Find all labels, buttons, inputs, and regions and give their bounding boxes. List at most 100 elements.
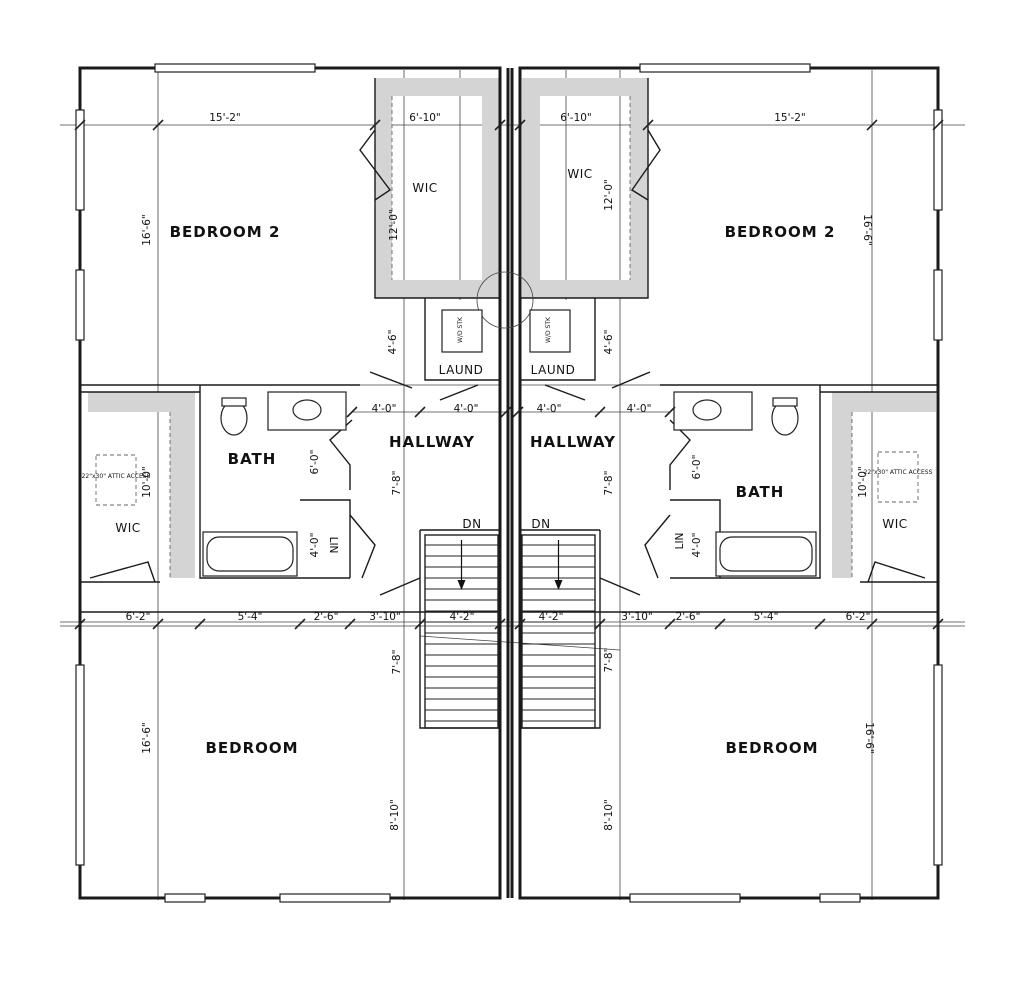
dimension-tick (512, 406, 524, 418)
fixtures (95, 96, 919, 578)
dimension-tick (494, 119, 506, 131)
bathtub-basin (206, 536, 294, 572)
doors (89, 129, 926, 596)
dimension-tick (500, 406, 512, 418)
sink (292, 399, 322, 421)
bedroom-label-right: BEDROOM (725, 739, 818, 757)
stair-arrow-head (554, 580, 563, 590)
dim-laund-depth-left: 4'-6" (387, 330, 399, 355)
bath-label-right: BATH (736, 483, 785, 501)
dim-bedroom-8-10-right: 8'-10" (603, 799, 615, 831)
window (933, 664, 943, 866)
dimension-tick (642, 119, 654, 131)
dim-bath-depth-right: 6'-0" (691, 455, 703, 480)
dim-bedroom-8-10-left: 8'-10" (389, 799, 401, 831)
dim-wic-width-right: 6'-10" (560, 112, 592, 124)
dimension-tick (866, 119, 878, 131)
attic-access-hatch (95, 454, 137, 506)
dimension-tick (514, 119, 526, 131)
dim-hall-b-right: 4'-0" (627, 403, 652, 415)
bedroom-label-left: BEDROOM (205, 739, 298, 757)
door (89, 561, 156, 583)
wic-label-left: WIC (115, 521, 140, 535)
dimension-ticks (74, 119, 944, 630)
dim-wic-width-left: 6'-10" (409, 112, 441, 124)
dim-stair-depth-right: 7'-8" (603, 648, 615, 673)
dimension-tick (514, 618, 526, 630)
door-swing-arc (476, 271, 534, 329)
washer-dryer (441, 309, 483, 353)
dimension-tick (932, 119, 944, 131)
dim-laund-depth-right: 4'-6" (603, 330, 615, 355)
bath-label-left: BATH (228, 450, 277, 468)
dim-wic-depth-right: 12'-0" (603, 179, 615, 211)
attic-access-label-left: 22"x30" ATTIC ACCESS (82, 473, 151, 480)
dimension-tick (414, 618, 426, 630)
dimension-tick (664, 618, 676, 630)
dimension-tick (294, 618, 306, 630)
dim-lin-depth-left: 4'-0" (309, 533, 321, 558)
dimension-tick (594, 406, 606, 418)
dim-bedroom2-width-right: 15'-2" (774, 112, 806, 124)
dn-label-right: DN (531, 517, 550, 531)
dn-label-left: DN (462, 517, 481, 531)
dim-wic-depth-left: 12'-0" (388, 209, 400, 241)
dim-hall-depth-right: 7'-8" (603, 471, 615, 496)
dimension-tick (714, 618, 726, 630)
dim-stair-width-left: 4'-2" (450, 611, 475, 623)
dimension-tick (664, 406, 676, 418)
washer-dryer (529, 309, 571, 353)
toilet-tank (221, 397, 247, 407)
dim-3-10-left: 3'-10" (369, 611, 401, 623)
window (75, 269, 85, 341)
dimension-tick (369, 119, 381, 131)
window (154, 63, 316, 73)
dimension-tick (866, 618, 878, 630)
dimension-tick (194, 618, 206, 630)
dimension-labels: 15'-2" 15'-2" 6'-10" 6'-10" 16'-6" 16'-6… (126, 112, 875, 831)
bedroom2-label-left: BEDROOM 2 (170, 223, 281, 241)
dim-5-4-left: 5'-4" (238, 611, 263, 623)
window (933, 269, 943, 341)
dimension-tick (346, 406, 358, 418)
dim-6-2-right: 6'-2" (846, 611, 871, 623)
door (439, 384, 479, 401)
dim-bedroom2-width-left: 15'-2" (209, 112, 241, 124)
window (164, 893, 206, 903)
exterior-walls (78, 66, 940, 900)
dim-bedroom2-depth-right: 16'-6" (861, 214, 873, 246)
hallway-label-right: HALLWAY (530, 433, 616, 451)
dim-hall-b-left: 4'-0" (454, 403, 479, 415)
door-swing (349, 514, 376, 579)
dimension-tick (814, 618, 826, 630)
door (544, 384, 586, 401)
bedroom2-label-right: BEDROOM 2 (725, 223, 836, 241)
dim-2-6-right: 2'-6" (676, 611, 701, 623)
window (75, 664, 85, 866)
wic-label-top-left: WIC (412, 181, 437, 195)
dim-wic2-depth-right: 10'-0" (857, 466, 869, 498)
laund-label-left: LAUND (439, 363, 484, 377)
window (639, 63, 811, 73)
door (369, 371, 413, 389)
dim-hall-a-right: 4'-0" (537, 403, 562, 415)
laund-label-right: LAUND (531, 363, 576, 377)
wic-label-right: WIC (882, 517, 907, 531)
window (933, 109, 943, 211)
stair-outline (521, 534, 596, 729)
dimension-tick (152, 618, 164, 630)
door (379, 577, 421, 596)
interior-walls (80, 78, 938, 729)
dim-stair-width-right: 4'-2" (539, 611, 564, 623)
toilet-tank (772, 397, 798, 407)
dim-bedroom-depth-left: 16'-6" (141, 722, 153, 754)
sink (692, 399, 722, 421)
wd-stk-label-right: W/D STK (545, 316, 552, 343)
dim-2-6-left: 2'-6" (314, 611, 339, 623)
window (629, 893, 741, 903)
room-labels: BEDROOM 2 BEDROOM 2 BEDROOM BEDROOM BATH… (82, 167, 933, 757)
door (611, 371, 651, 389)
dim-6-2-left: 6'-2" (126, 611, 151, 623)
grey-fills (88, 78, 936, 578)
